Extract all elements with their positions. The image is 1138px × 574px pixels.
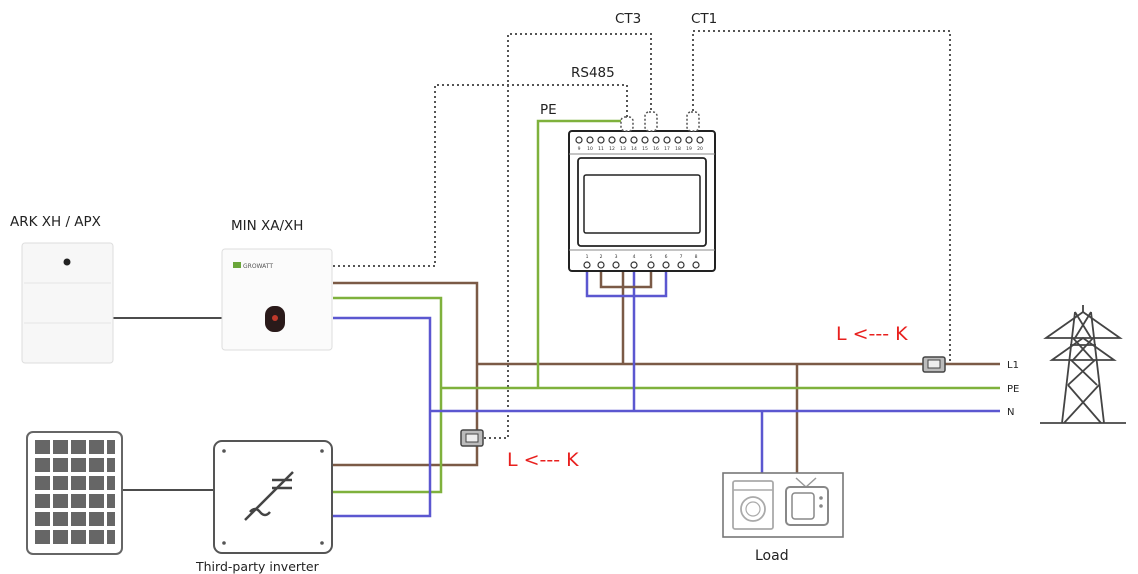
battery-power-indicator: [63, 258, 71, 266]
load-label: Load: [755, 548, 789, 564]
meter-top-terminal-label: 9: [578, 146, 581, 152]
battery-label: ARK XH / APX: [10, 214, 101, 230]
meter-bottom-terminal-label: 7: [680, 254, 683, 260]
meter-bottom-terminal-label: 8: [695, 254, 698, 260]
meter-top-terminal-label: 19: [686, 146, 692, 152]
meter-top-terminal-label: 11: [598, 146, 604, 152]
grid-ct-direction-label: L <--- K: [836, 323, 908, 345]
grid-tower-icon: [1040, 305, 1126, 424]
ct-clamp-pv-side: [460, 429, 484, 447]
meter-bottom-terminal-label: 6: [665, 254, 668, 260]
l1-label: L1: [1007, 360, 1019, 371]
ct1-connector: [686, 111, 700, 132]
n-line-label: N: [1007, 407, 1014, 418]
meter-top-terminal-label: 15: [642, 146, 648, 152]
tv-icon: [785, 477, 829, 526]
ct3-cable: [484, 33, 652, 439]
meter-n-jumper: [585, 272, 668, 298]
min-live-wire: [333, 281, 479, 364]
pe-label: PE: [540, 102, 557, 118]
ct3-connector: [644, 111, 658, 132]
ct1-cable: [692, 30, 951, 365]
dc-wiring: [113, 317, 222, 491]
third-party-inverter-label: Third-party inverter: [195, 559, 320, 574]
smart-meter: 9 10 11 12 13 14 15 16 17 18 19 20 1 2 3…: [568, 111, 716, 272]
washing-machine-icon: [732, 480, 774, 530]
ct-clamp-grid-side: [922, 356, 946, 373]
ct1-label: CT1: [691, 11, 717, 27]
meter-top-terminal-label: 18: [675, 146, 681, 152]
rs485-label: RS485: [571, 65, 615, 81]
meter-top-terminal-label: 14: [631, 146, 637, 152]
meter-top-terminal-label: 12: [609, 146, 615, 152]
growatt-logo-text: GROWATT: [243, 263, 273, 270]
third-party-inverter-icon: [213, 440, 333, 554]
meter-bottom-terminal-label: 3: [615, 254, 618, 260]
min-n-wire: [333, 316, 432, 518]
ark-battery: [21, 242, 114, 364]
meter-bottom-terminal-label: 4: [633, 254, 636, 260]
live-wiring: [333, 270, 1000, 473]
neutral-wiring: [333, 270, 1000, 518]
meter-top-terminal-label: 17: [664, 146, 670, 152]
rs485-connector: [620, 116, 634, 132]
min-pe-wire: [333, 296, 443, 494]
meter-top-terminal-label: 13: [620, 146, 626, 152]
pv-live-wire: [333, 364, 479, 467]
load-box: [722, 472, 844, 538]
growatt-logo-mark: [233, 262, 241, 268]
meter-bottom-terminal-label: 5: [650, 254, 653, 260]
min-inverter: GROWATT: [221, 248, 333, 351]
ct3-label: CT3: [615, 11, 641, 27]
comm-wiring: [333, 30, 951, 439]
meter-bottom-terminal-label: 1: [586, 254, 589, 260]
pv-ct-direction-label: L <--- K: [507, 449, 579, 471]
min-inverter-label: MIN XA/XH: [231, 218, 303, 234]
meter-top-terminal-label: 20: [697, 146, 703, 152]
pe-line-label: PE: [1007, 384, 1019, 395]
meter-top-terminal-label: 16: [653, 146, 659, 152]
meter-bottom-terminal-label: 2: [600, 254, 603, 260]
meter-live-jumper: [599, 272, 653, 289]
meter-top-terminal-label: 10: [587, 146, 593, 152]
pv-panel-icon: [26, 431, 123, 555]
meter-display: [583, 174, 701, 234]
rs485-cable: [333, 84, 628, 267]
